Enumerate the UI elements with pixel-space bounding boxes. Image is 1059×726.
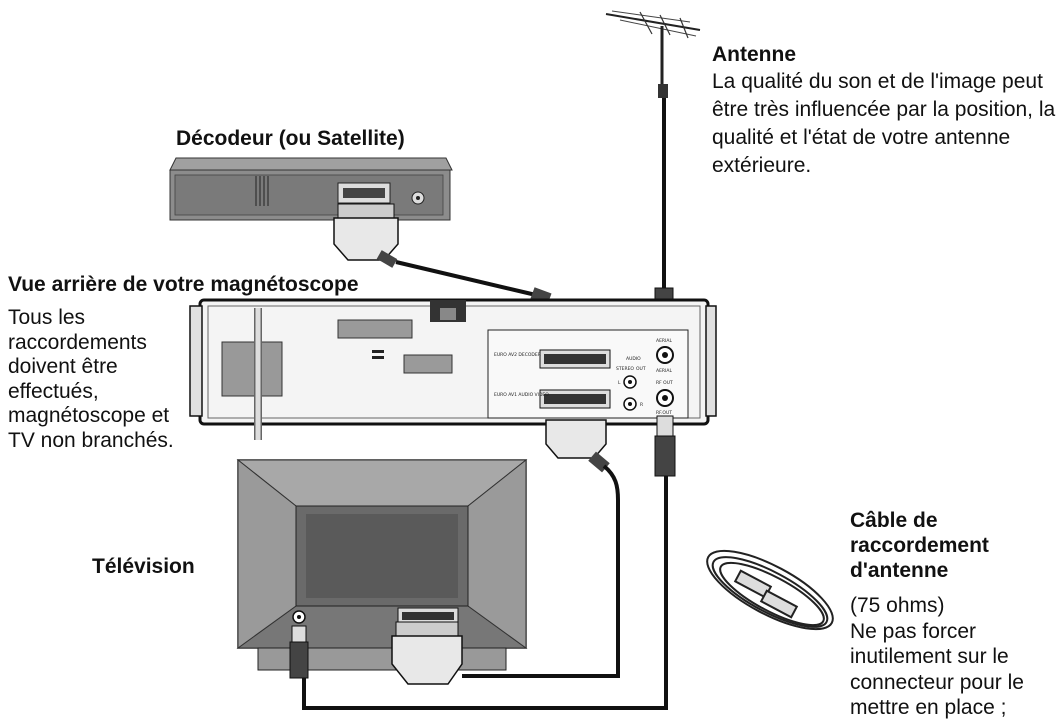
vcr-label-right: R [640, 402, 643, 408]
vcr-label-aerial-top: AERIAL [656, 338, 672, 344]
decoder-scart-plug-icon [333, 203, 399, 268]
cable-details: (75 ohms) Ne pas forcer inutilement sur … [850, 593, 1055, 721]
decoder-device-icon [169, 157, 453, 221]
tv-scart-plug-icon [391, 621, 463, 685]
cable-spec: (75 ohms) [850, 594, 945, 617]
antenna-description: La qualité du son et de l'image peut êtr… [712, 70, 1056, 177]
antenna-title: Antenne [712, 43, 796, 66]
vcr-label-scart1: EURO AV2 DECODER [494, 352, 541, 358]
rf-out-plug-icon [654, 415, 676, 477]
vcr-label-left: L [618, 380, 621, 386]
vcr-label-audio: AUDIO [626, 356, 641, 362]
vcr-scart-plug-bottom-icon [545, 419, 610, 473]
vcr-label-aerial: AERIAL [656, 368, 672, 374]
vcr-label-rfout-top: RF OUT [656, 380, 673, 386]
antenna-icon [605, 10, 701, 98]
decoder-title: Décodeur (ou Satellite) [176, 127, 405, 150]
vcr-rear-title: Vue arrière de votre magnétoscope [8, 273, 359, 296]
tv-scart-cable [462, 464, 620, 678]
cable-title: Câble de raccordement d'antenne [850, 509, 989, 582]
vcr-label-stereo: STEREO [616, 366, 634, 372]
vcr-connection-note: Tous les raccordements doivent être effe… [8, 306, 174, 452]
antenna-cable-coil-icon [706, 549, 834, 631]
cable-note: Ne pas forcer inutilement sur le connect… [850, 619, 1024, 720]
vcr-label-rfout: RF.OUT [656, 410, 672, 416]
tv-title: Télévision [92, 555, 195, 578]
rf-out-cable [302, 476, 668, 710]
tv-aerial-plug-icon [289, 625, 309, 679]
decoder-scart-cable [395, 260, 537, 297]
vcr-label-scart2: EURO AV1 AUDIO VIDEO [494, 392, 549, 398]
vcr-label-out: OUT [636, 366, 646, 372]
vcr-rear-panel: EURO AV2 DECODER EURO AV1 AUDIO VIDEO AU… [189, 298, 717, 440]
tv-device-icon [236, 458, 528, 671]
